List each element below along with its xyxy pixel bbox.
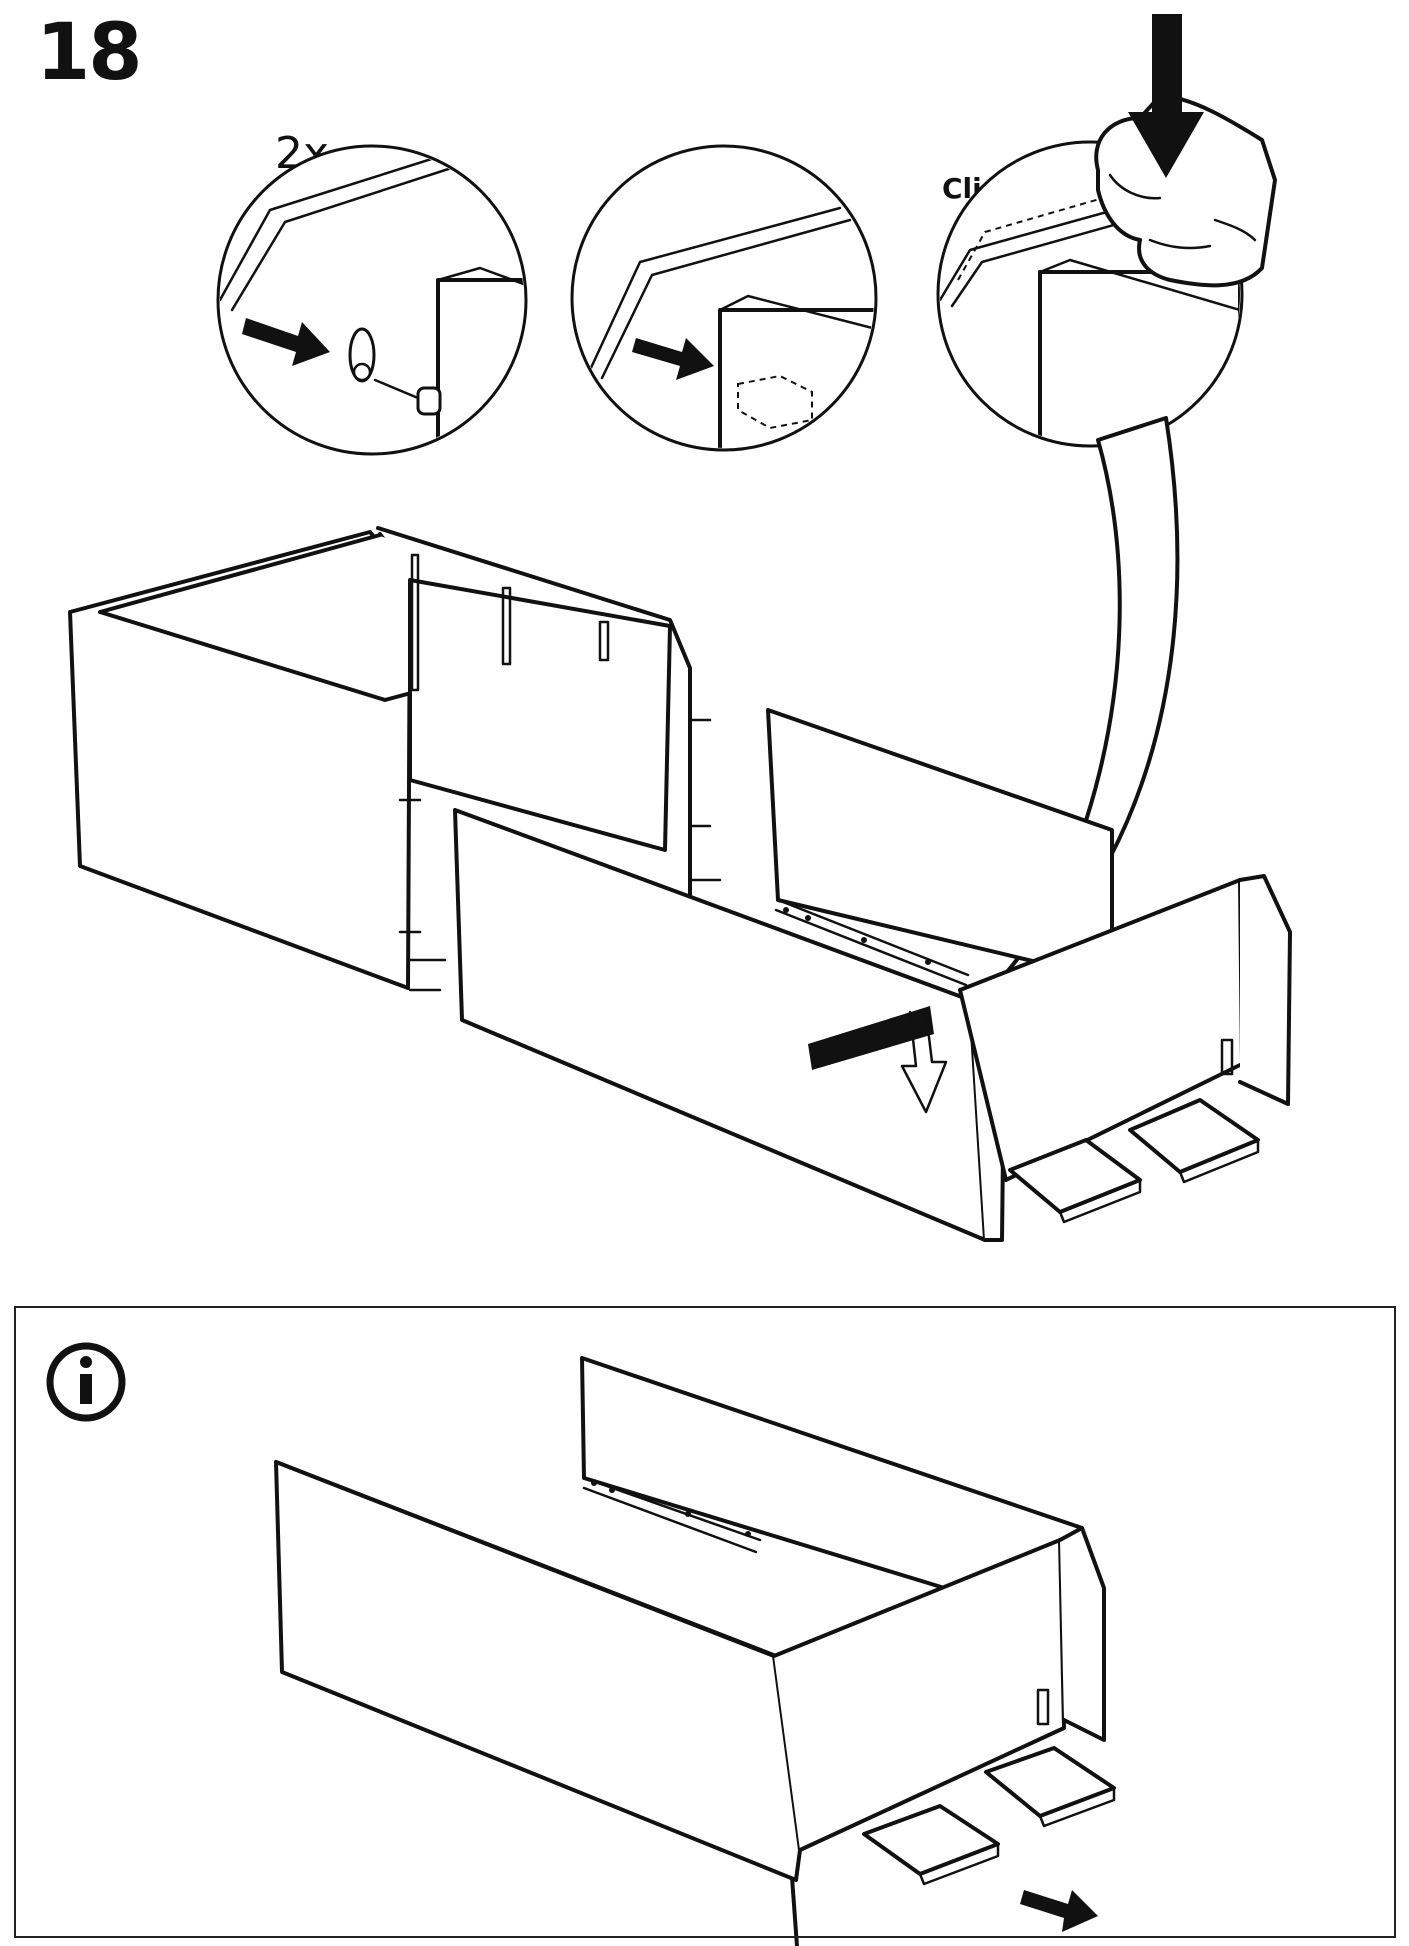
info-panel bbox=[14, 1306, 1396, 1938]
arrow-right-icon bbox=[632, 338, 714, 380]
book-icon bbox=[1128, 1098, 1260, 1184]
info-icon bbox=[46, 1342, 126, 1422]
main-assembly bbox=[68, 526, 1292, 1242]
arrow-right-icon bbox=[242, 318, 330, 366]
book-icon bbox=[1008, 1138, 1142, 1224]
step-number: 18 bbox=[36, 8, 143, 98]
book-icon bbox=[984, 1746, 1116, 1828]
arrow-down-icon bbox=[1128, 14, 1204, 178]
detail-circle-1 bbox=[216, 144, 528, 456]
detail-circle-3 bbox=[936, 14, 1277, 448]
arrow-right-icon bbox=[1020, 1890, 1098, 1932]
info-illustration bbox=[274, 1356, 1116, 1946]
book-icon bbox=[862, 1804, 1000, 1886]
